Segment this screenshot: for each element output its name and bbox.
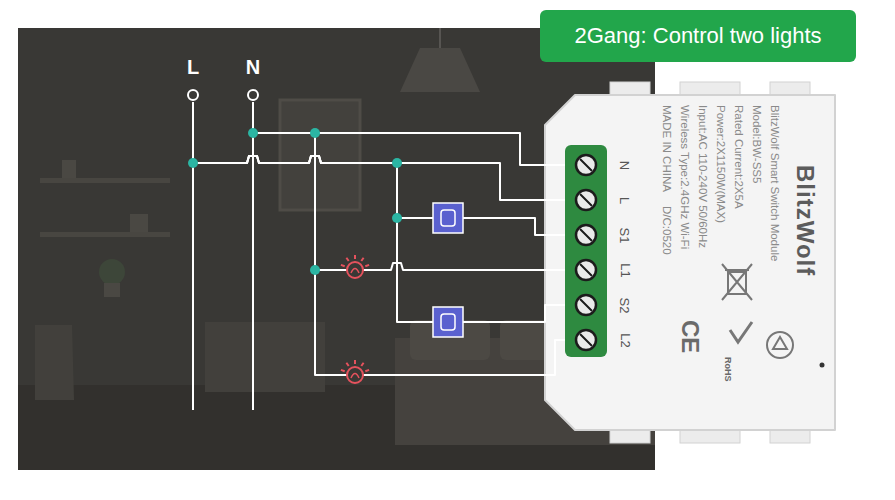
pin-name: L [617,196,632,203]
module-heading: BlitzWolf Smart Switch Module [767,105,783,261]
cabinet [205,322,325,392]
supply-wire [252,133,254,410]
wall-picture [280,100,360,210]
rohs-mark: RoHS [722,357,733,382]
title-badge: 2Gang: Control two lights [540,10,856,62]
lamp-cord [439,28,441,48]
terminal-label-slot: N [610,150,640,180]
date-code: D/C:0520 [659,206,675,255]
wall-shelf [40,178,170,183]
weee-bin-icon [722,264,752,300]
terminal-strip [565,145,607,357]
lamp-rays [341,360,369,371]
supply-terminal: N [246,88,260,102]
wire [193,102,565,200]
screw-terminal: S1 [565,220,640,250]
ce-mark: CE [677,320,703,353]
recycle-icon [767,332,793,358]
plant [99,259,125,285]
switch-symbol [433,203,463,233]
brand-logo: BlitzWolf [791,165,819,276]
spec-text: Input:AC 110-240V 50/60Hz [695,105,711,248]
origin-text: MADE IN CHINA [659,105,675,192]
chair [35,325,74,400]
switch-rocker [441,210,455,226]
supply-label: N [246,56,260,78]
screw-terminal: N [565,150,640,180]
supply-terminal: L [186,88,200,102]
lamp-bulb [347,367,363,383]
wall-shelf [40,232,170,237]
terminal-label-slot: S2 [610,290,640,320]
screw-terminal: L2 [565,325,640,355]
junction-dot [310,265,320,275]
vase [62,160,76,178]
screw-terminal: S2 [565,290,640,320]
switch-body [433,307,463,337]
switch-body [433,203,463,233]
recycle-arrows [773,337,787,349]
lamp-bulb [347,262,363,278]
lamp-rays [341,255,369,266]
switch-module: NLS1L1S2L2BlitzWolf Smart Switch ModuleM… [545,95,835,430]
status-led [820,363,825,368]
lamp-symbol [341,360,369,383]
terminal-screws [576,155,596,350]
pendant-lamp [400,48,480,92]
lamp-symbol [341,255,369,278]
junction-dot [310,128,320,138]
terminal-label-slot: L1 [610,255,640,285]
lamp-filament [351,374,359,379]
plant-pot [104,283,120,297]
spec-text: Wireless Type:2.4GHz Wi-Fi [677,105,693,249]
terminal-ring [186,88,200,102]
wire [193,102,565,235]
spec-text: Power:2X1150W(MAX) [713,105,729,223]
pin-name: S2 [618,297,633,313]
module-housing [545,95,835,430]
supply-label: L [187,56,199,78]
rohs-check [730,322,752,342]
bin-cross [722,264,752,300]
screw-slot [580,159,592,346]
terminal-label-slot: L2 [610,325,640,355]
wire [253,102,565,375]
junction-dot [248,128,258,138]
switch-rocker [441,314,455,330]
terminal-label-slot: S1 [610,220,640,250]
pin-name: L2 [618,333,633,347]
lamp-filament [351,269,359,274]
wire [253,102,565,270]
wire [193,102,565,322]
screw-terminal: L1 [565,255,640,285]
pin-name: S1 [618,227,633,243]
screw-terminal: L [565,185,640,215]
junction-dot [392,213,402,223]
spec-text: Rated Current:2X5A [731,105,747,209]
spec-text: Model:BW-SS5 [749,105,765,183]
junction-dots [188,128,402,275]
vase [130,214,148,232]
terminal-label-slot: L [610,185,640,215]
junction-dot [188,158,198,168]
junction-dot [392,158,402,168]
pin-name: N [617,160,632,169]
terminal-ring-circle [188,90,198,100]
supply-wire [192,163,194,410]
pin-name: L1 [618,263,633,277]
terminal-ring-circle [248,90,258,100]
terminal-ring [246,88,260,102]
switch-symbol [433,307,463,337]
recycle-ring [767,332,793,358]
